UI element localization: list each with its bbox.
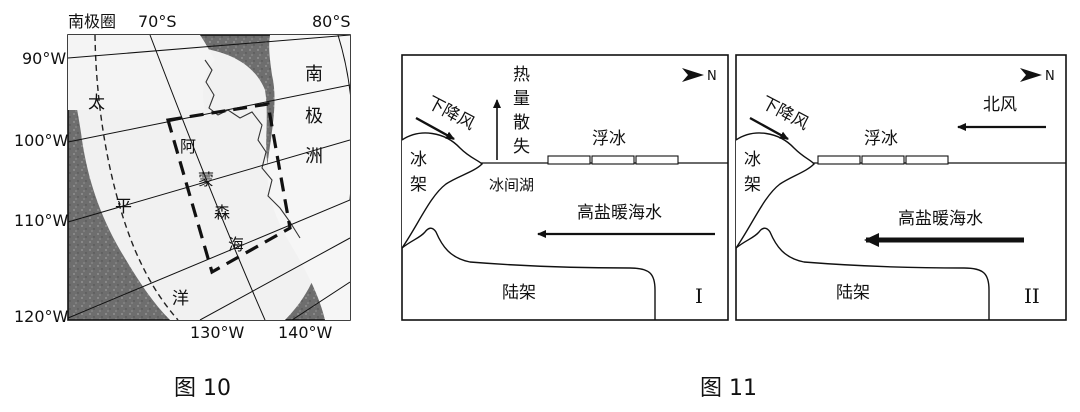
floating-ice-block bbox=[817, 155, 861, 165]
ocean-label-char-1: 太 bbox=[88, 93, 105, 113]
sea-label-char-4: 海 bbox=[228, 235, 244, 254]
sea-label-char-1: 阿 bbox=[180, 137, 196, 156]
longitude-110w bbox=[68, 139, 350, 223]
ice-shelf-shape bbox=[401, 132, 483, 249]
lon-120w-label: 120°W bbox=[14, 307, 69, 326]
latitude-80s-arc bbox=[337, 35, 350, 200]
continent-label-char-2: 极 bbox=[305, 106, 323, 127]
continent-label-char-1: 南 bbox=[305, 64, 323, 85]
antarctic-circle-label: 南极圈 bbox=[68, 12, 116, 31]
sea-label-char-3: 森 bbox=[214, 203, 230, 222]
panel-2: N 下降风 北风 浮冰 冰 架 高盐暖海水 陆架 II bbox=[735, 54, 1067, 321]
amundsen-sea-study-box bbox=[165, 102, 292, 275]
katabatic-wind-arrow bbox=[415, 116, 455, 141]
heat-loss-char-2: 量 bbox=[513, 89, 530, 109]
panel-number-II: II bbox=[1024, 284, 1040, 308]
ice-shelf-shape bbox=[735, 132, 815, 249]
continental-shelf-profile bbox=[735, 227, 990, 320]
ice-shelf-label-char-1: 冰 bbox=[410, 150, 427, 170]
longitude-130w bbox=[199, 237, 350, 320]
heat-loss-char-1: 热 bbox=[513, 65, 530, 85]
figure-11-caption: 图 11 bbox=[700, 376, 757, 401]
lon-100w-label: 100°W bbox=[14, 131, 69, 150]
floating-ice-block bbox=[905, 155, 949, 165]
lon-110w-label: 110°W bbox=[14, 211, 69, 230]
figure-10-caption: 图 10 bbox=[174, 376, 231, 401]
floating-ice-label: 浮冰 bbox=[592, 129, 626, 149]
ocean-label-char-2: 平 bbox=[115, 197, 132, 217]
floating-ice-block bbox=[861, 155, 905, 165]
floating-ice-block bbox=[547, 155, 591, 165]
north-wind-label: 北风 bbox=[983, 95, 1017, 115]
heat-loss-char-3: 散 bbox=[513, 113, 530, 133]
ice-shelf-label-char-1: 冰 bbox=[744, 150, 761, 170]
panel-number-I: I bbox=[695, 284, 703, 308]
heat-loss-char-4: 失 bbox=[513, 137, 530, 157]
sea-label-char-2: 蒙 bbox=[198, 170, 214, 189]
continent-label-char-3: 洲 bbox=[305, 146, 323, 167]
map-figure-10: 南极圈 70°S 80°S 90°W 100°W 110°W 120°W 130… bbox=[14, 12, 351, 342]
panel-2-frame bbox=[735, 54, 1067, 321]
lat-70s-label: 70°S bbox=[138, 12, 177, 31]
polynya-label: 冰间湖 bbox=[489, 176, 534, 194]
north-label: N bbox=[707, 69, 717, 84]
longitude-140w bbox=[291, 281, 350, 320]
warm-water-label: 高盐暖海水 bbox=[898, 209, 983, 229]
continental-shelf-profile bbox=[401, 227, 656, 320]
warm-water-label: 高盐暖海水 bbox=[577, 203, 662, 223]
longitude-90w bbox=[68, 35, 350, 59]
north-arrow-icon bbox=[682, 68, 704, 82]
shelf-label: 陆架 bbox=[502, 283, 536, 303]
shelf-label: 陆架 bbox=[836, 283, 870, 303]
ice-shelf-label-char-2: 架 bbox=[410, 175, 427, 195]
longitude-100w bbox=[68, 84, 350, 143]
north-arrow-icon bbox=[1020, 68, 1042, 82]
lon-130w-label: 130°W bbox=[190, 323, 245, 342]
lat-80s-label: 80°S bbox=[312, 12, 351, 31]
ice-shelf-label-char-2: 架 bbox=[744, 175, 761, 195]
lon-140w-label: 140°W bbox=[278, 323, 333, 342]
latitude-70s-arc bbox=[149, 35, 266, 320]
floating-ice-block bbox=[635, 155, 679, 165]
north-label: N bbox=[1045, 69, 1055, 84]
floating-ice-block bbox=[591, 155, 635, 165]
katabatic-wind-arrow bbox=[749, 116, 789, 141]
antarctic-ice-area bbox=[68, 45, 319, 320]
ocean-label-char-3: 洋 bbox=[172, 289, 189, 309]
floating-ice-label: 浮冰 bbox=[864, 129, 898, 149]
panel-1: N 下降风 热 量 散 失 浮冰 冰 架 冰间湖 高盐暖海水 陆架 I bbox=[401, 54, 729, 321]
panel-1-frame bbox=[401, 54, 729, 321]
lon-90w-label: 90°W bbox=[22, 49, 66, 68]
